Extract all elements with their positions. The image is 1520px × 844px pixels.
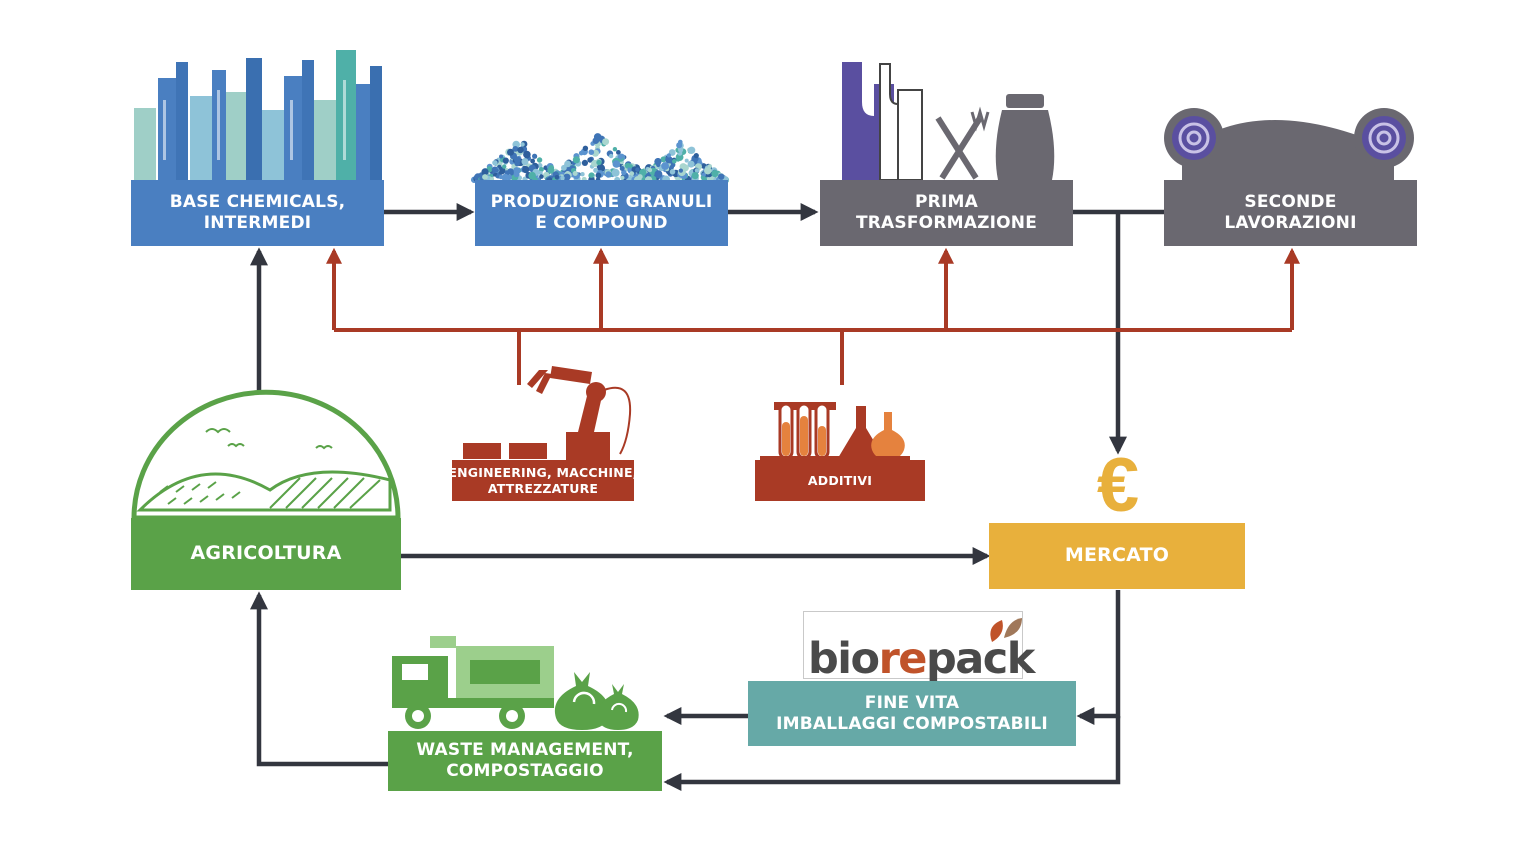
bag-cutlery-jar-icon — [842, 62, 1055, 181]
node-base-chemicals-line1: BASE CHEMICALS, — [169, 192, 346, 213]
node-engineering-line1: ENGINEERING, MACCHINE, — [448, 465, 638, 481]
node-mercato: MERCATO — [989, 523, 1245, 589]
node-engineering-line2: ATTREZZATURE — [487, 480, 599, 496]
arrow-mercato-to-waste — [663, 716, 1121, 791]
node-mercato-line1: MERCATO — [1064, 544, 1170, 567]
node-agricoltura-line1: AGRICOLTURA — [190, 542, 342, 565]
node-waste-line2: COMPOSTAGGIO — [446, 761, 604, 781]
node-additivi: ADDITIVI — [755, 460, 925, 501]
node-agricoltura: AGRICOLTURA — [131, 518, 401, 590]
node-seconde-line2: LAVORAZIONI — [1224, 213, 1357, 233]
arrow-waste-to-agricoltura — [250, 591, 389, 767]
node-fine-vita: FINE VITA IMBALLAGGI COMPOSTABILI — [748, 681, 1076, 746]
robot-arm-icon — [463, 366, 632, 460]
compost-bags-icon — [554, 672, 639, 730]
node-prima-line1: PRIMA — [915, 192, 978, 213]
node-produzione-granuli: PRODUZIONE GRANULI E COMPOUND — [475, 180, 728, 246]
biorepack-logo-text: biorepack — [808, 634, 1035, 684]
lab-flasks-icon — [760, 402, 910, 462]
node-engineering: ENGINEERING, MACCHINE, ATTREZZATURE — [448, 460, 637, 501]
leaf-icon — [990, 618, 1022, 642]
euro-icon: € — [1096, 443, 1140, 528]
node-fine-vita-line2: IMBALLAGGI COMPOSTABILI — [776, 713, 1048, 734]
granules-pile-icon — [471, 133, 730, 184]
node-base-chemicals-line2: INTERMEDI — [203, 213, 312, 233]
node-granuli-line2: E COMPOUND — [535, 213, 668, 233]
node-additivi-line1: ADDITIVI — [807, 472, 873, 488]
garbage-truck-icon — [392, 636, 554, 729]
node-seconde-lavorazioni: SECONDE LAVORAZIONI — [1164, 180, 1417, 246]
factory-skyline-icon — [134, 50, 382, 180]
node-base-chemicals: BASE CHEMICALS, INTERMEDI — [131, 180, 384, 246]
farm-fields-dome-icon — [131, 389, 401, 521]
node-prima-trasformazione: PRIMA TRASFORMAZIONE — [820, 180, 1073, 246]
biorepack-logo: biorepack — [803, 611, 1035, 684]
node-granuli-line1: PRODUZIONE GRANULI — [490, 192, 713, 213]
node-seconde-line1: SECONDE — [1244, 192, 1337, 213]
node-waste-management: WASTE MANAGEMENT, COMPOSTAGGIO — [388, 731, 662, 791]
node-prima-line2: TRASFORMAZIONE — [855, 213, 1038, 233]
node-fine-vita-line1: FINE VITA — [864, 692, 960, 713]
node-waste-line1: WASTE MANAGEMENT, — [416, 740, 634, 761]
fabric-rolls-icon — [1164, 108, 1414, 180]
